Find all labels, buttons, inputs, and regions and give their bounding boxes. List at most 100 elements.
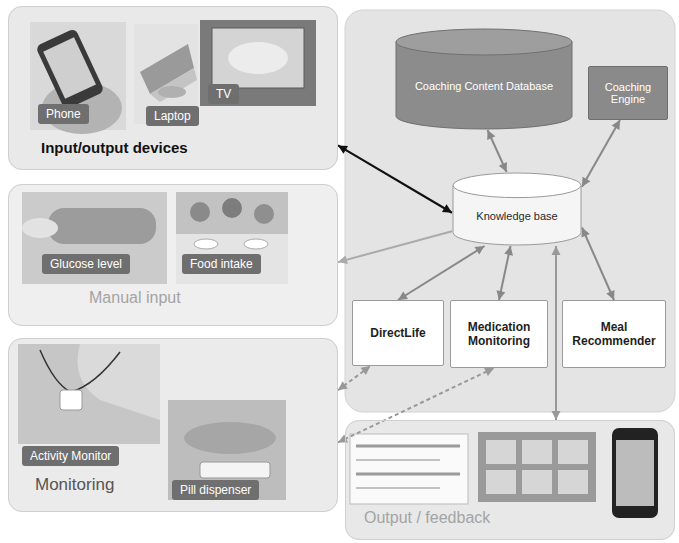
arrowhead	[499, 162, 507, 172]
connector-line	[488, 130, 507, 172]
laptop-photo	[134, 24, 198, 124]
arrowhead	[442, 204, 452, 212]
device-label: Phone	[38, 104, 89, 124]
cylinder-top	[396, 29, 572, 55]
connector	[338, 368, 494, 443]
arms	[184, 422, 276, 454]
glucose-photo	[22, 192, 167, 284]
arrowhead	[338, 255, 348, 264]
plate	[244, 239, 268, 249]
connector-line	[338, 231, 452, 262]
box-label: Coaching Content Database	[415, 80, 553, 92]
tv-screenshot	[478, 432, 596, 502]
arrowhead	[552, 246, 561, 255]
device-panel: Input/output devices Phone Laptop TV	[8, 6, 338, 170]
box-label: Coaching Engine	[593, 81, 663, 105]
arrowhead	[338, 434, 348, 442]
connector-line	[338, 368, 494, 442]
table	[176, 234, 288, 284]
arrowhead	[398, 291, 408, 300]
arrowhead	[582, 177, 590, 187]
arrowhead	[496, 290, 505, 300]
message-line	[356, 445, 460, 448]
message-screenshot	[350, 434, 468, 504]
cylinder-outline	[452, 172, 582, 246]
food-photo	[176, 192, 288, 284]
person	[222, 198, 242, 218]
cylinder-top	[453, 173, 581, 198]
input-label: Food intake	[182, 254, 261, 274]
arrowhead	[484, 368, 494, 376]
message-line	[356, 459, 440, 461]
connector-line	[338, 145, 452, 212]
monitor-label: Pill dispenser	[172, 480, 259, 500]
tv-screen	[212, 28, 304, 88]
panel-ground	[8, 184, 338, 326]
device-label-text: Pill dispenser	[180, 483, 251, 497]
hand	[158, 86, 186, 98]
panel-ground	[8, 338, 338, 512]
panel-heading: Monitoring	[35, 475, 114, 495]
tv-photo	[200, 20, 316, 106]
service-box: Medication Monitoring	[450, 300, 548, 368]
connector-line	[555, 246, 557, 420]
phone-body	[35, 28, 104, 110]
device-label-text: Laptop	[154, 109, 191, 123]
device-label-text: Activity Monitor	[30, 449, 111, 463]
person	[254, 204, 274, 224]
output-panel: Output / feedback	[345, 420, 675, 540]
neck	[18, 344, 160, 444]
panel-heading: Manual input	[89, 289, 181, 307]
connector-line	[582, 228, 614, 301]
arrowhead	[582, 228, 590, 238]
arrowhead	[606, 290, 614, 300]
tile	[558, 470, 588, 494]
arrowhead	[487, 130, 495, 140]
connector	[338, 231, 452, 264]
connector	[552, 246, 561, 420]
device-label: TV	[208, 84, 239, 104]
pendant-cord	[40, 350, 120, 392]
message-line	[356, 487, 440, 489]
knowledge-cylinder: Knowledge base	[452, 172, 582, 246]
arrowhead	[474, 246, 484, 255]
phone-screen	[43, 37, 96, 98]
panel-ground	[345, 420, 675, 540]
connector	[496, 246, 513, 300]
phone-screen	[616, 440, 654, 506]
connector-line	[398, 246, 485, 300]
device-label-text: Phone	[46, 107, 81, 121]
laptop-base	[150, 68, 197, 102]
box-label: Medication Monitoring	[455, 320, 543, 348]
arrowhead	[504, 246, 513, 256]
tile	[558, 440, 588, 464]
system-panel	[345, 10, 675, 412]
connector	[398, 246, 485, 300]
device-label-text: Food intake	[190, 257, 253, 271]
panel-ground	[8, 6, 338, 170]
arrowhead	[338, 145, 348, 153]
arrowhead	[338, 381, 348, 390]
connector	[582, 228, 615, 301]
pill-dispenser	[200, 462, 270, 478]
input-panel: Manual input Glucose level Food intake	[8, 184, 338, 326]
activity-monitor	[60, 390, 82, 410]
connector	[582, 120, 620, 187]
monitoring-panel: Monitoring Activity MonitorPill dispenser	[8, 338, 338, 512]
arrowhead	[552, 411, 561, 420]
input-label: Glucose level	[42, 254, 130, 274]
tv-glow	[228, 42, 288, 74]
device-label: Laptop	[146, 106, 199, 126]
tile	[486, 470, 516, 494]
arrowhead	[612, 120, 620, 130]
service-box: Meal Recommender	[562, 300, 666, 368]
panel-heading: Input/output devices	[41, 139, 188, 156]
phone-screenshot	[612, 428, 658, 518]
pendant-photo	[18, 344, 160, 444]
service-box: DirectLife	[352, 300, 444, 366]
arrowhead	[360, 366, 370, 375]
connector	[487, 130, 507, 172]
connector-line	[582, 120, 620, 187]
plate	[194, 239, 218, 249]
engine-box: Coaching Engine	[588, 66, 668, 120]
